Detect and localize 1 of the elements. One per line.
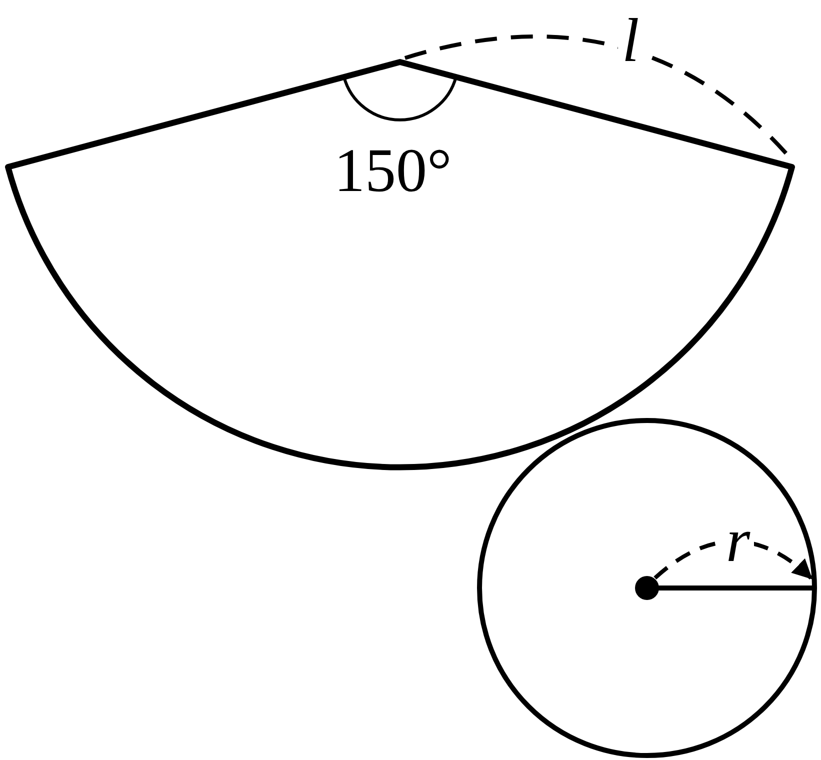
circle-shape bbox=[477, 418, 817, 758]
